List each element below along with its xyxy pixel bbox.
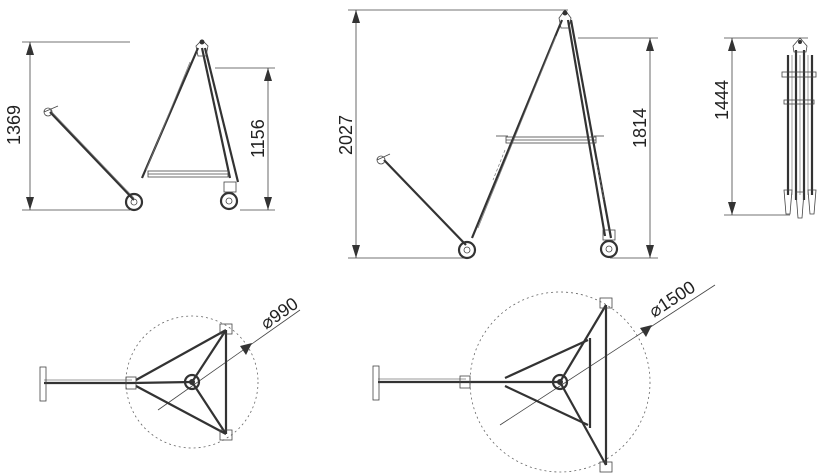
dim-1814-label: 1814 [630, 108, 650, 148]
side-view-small: 1369 1156 [4, 39, 275, 212]
folded-view: 1444 [712, 37, 817, 219]
dim-1444-label: 1444 [712, 80, 732, 120]
dim-1369-label: 1369 [4, 105, 24, 145]
dim-1814: 1814 [578, 37, 658, 259]
dim-1156: 1156 [215, 67, 275, 211]
dim-1369: 1369 [4, 41, 130, 211]
dim-1500-label: ⌀1500 [645, 277, 699, 321]
dim-990-label: ⌀990 [257, 293, 302, 333]
dim-1156-label: 1156 [248, 119, 268, 158]
dim-2027-label: 2027 [336, 115, 356, 155]
top-view-small: ⌀990 [39, 293, 302, 449]
side-view-large: 2027 1814 [336, 9, 658, 260]
dim-2027: 2027 [336, 9, 568, 259]
dim-1444: 1444 [712, 37, 808, 216]
top-view-large: ⌀1500 [372, 277, 716, 473]
